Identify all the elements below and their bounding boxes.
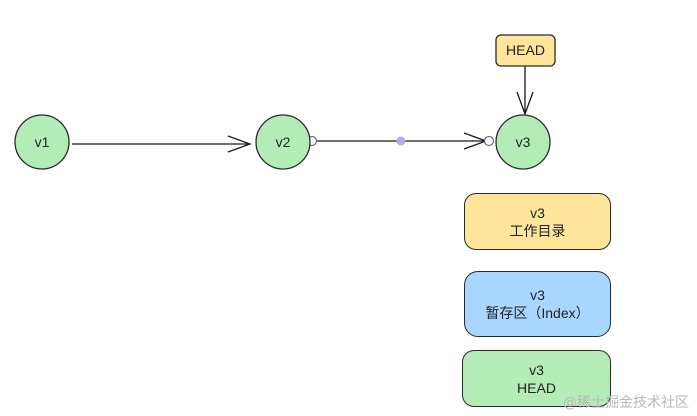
commit-label-v1: v1 [35, 134, 50, 150]
head-area-version: v3 [529, 361, 544, 378]
commit-node-v3: v3 [495, 114, 551, 170]
commit-node-v2: v2 [255, 114, 311, 170]
watermark: @稀土掘金技术社区 [563, 395, 689, 411]
commit-label-v2: v2 [276, 134, 291, 150]
working-directory-name: 工作目录 [509, 222, 566, 239]
commit-label-v3: v3 [516, 134, 531, 150]
edge-end-handle [483, 135, 495, 147]
head-pointer: HEAD [495, 34, 556, 67]
commit-node-v1: v1 [14, 114, 70, 170]
working-directory-version: v3 [530, 204, 545, 221]
staging-area-box: v3 暂存区（Index） [464, 271, 611, 337]
head-pointer-label: HEAD [506, 42, 545, 58]
edge-midpoint-handle [396, 136, 406, 146]
staging-area-name: 暂存区（Index） [485, 305, 590, 321]
edge-head-v3 [516, 66, 534, 116]
edge-v2-v3 [306, 132, 495, 150]
staging-area-version: v3 [530, 287, 545, 303]
head-area-box: v3 HEAD [462, 350, 611, 407]
edge-v1-v2 [72, 135, 252, 153]
head-area-name: HEAD [517, 379, 556, 396]
working-directory-box: v3 工作目录 [464, 193, 611, 250]
